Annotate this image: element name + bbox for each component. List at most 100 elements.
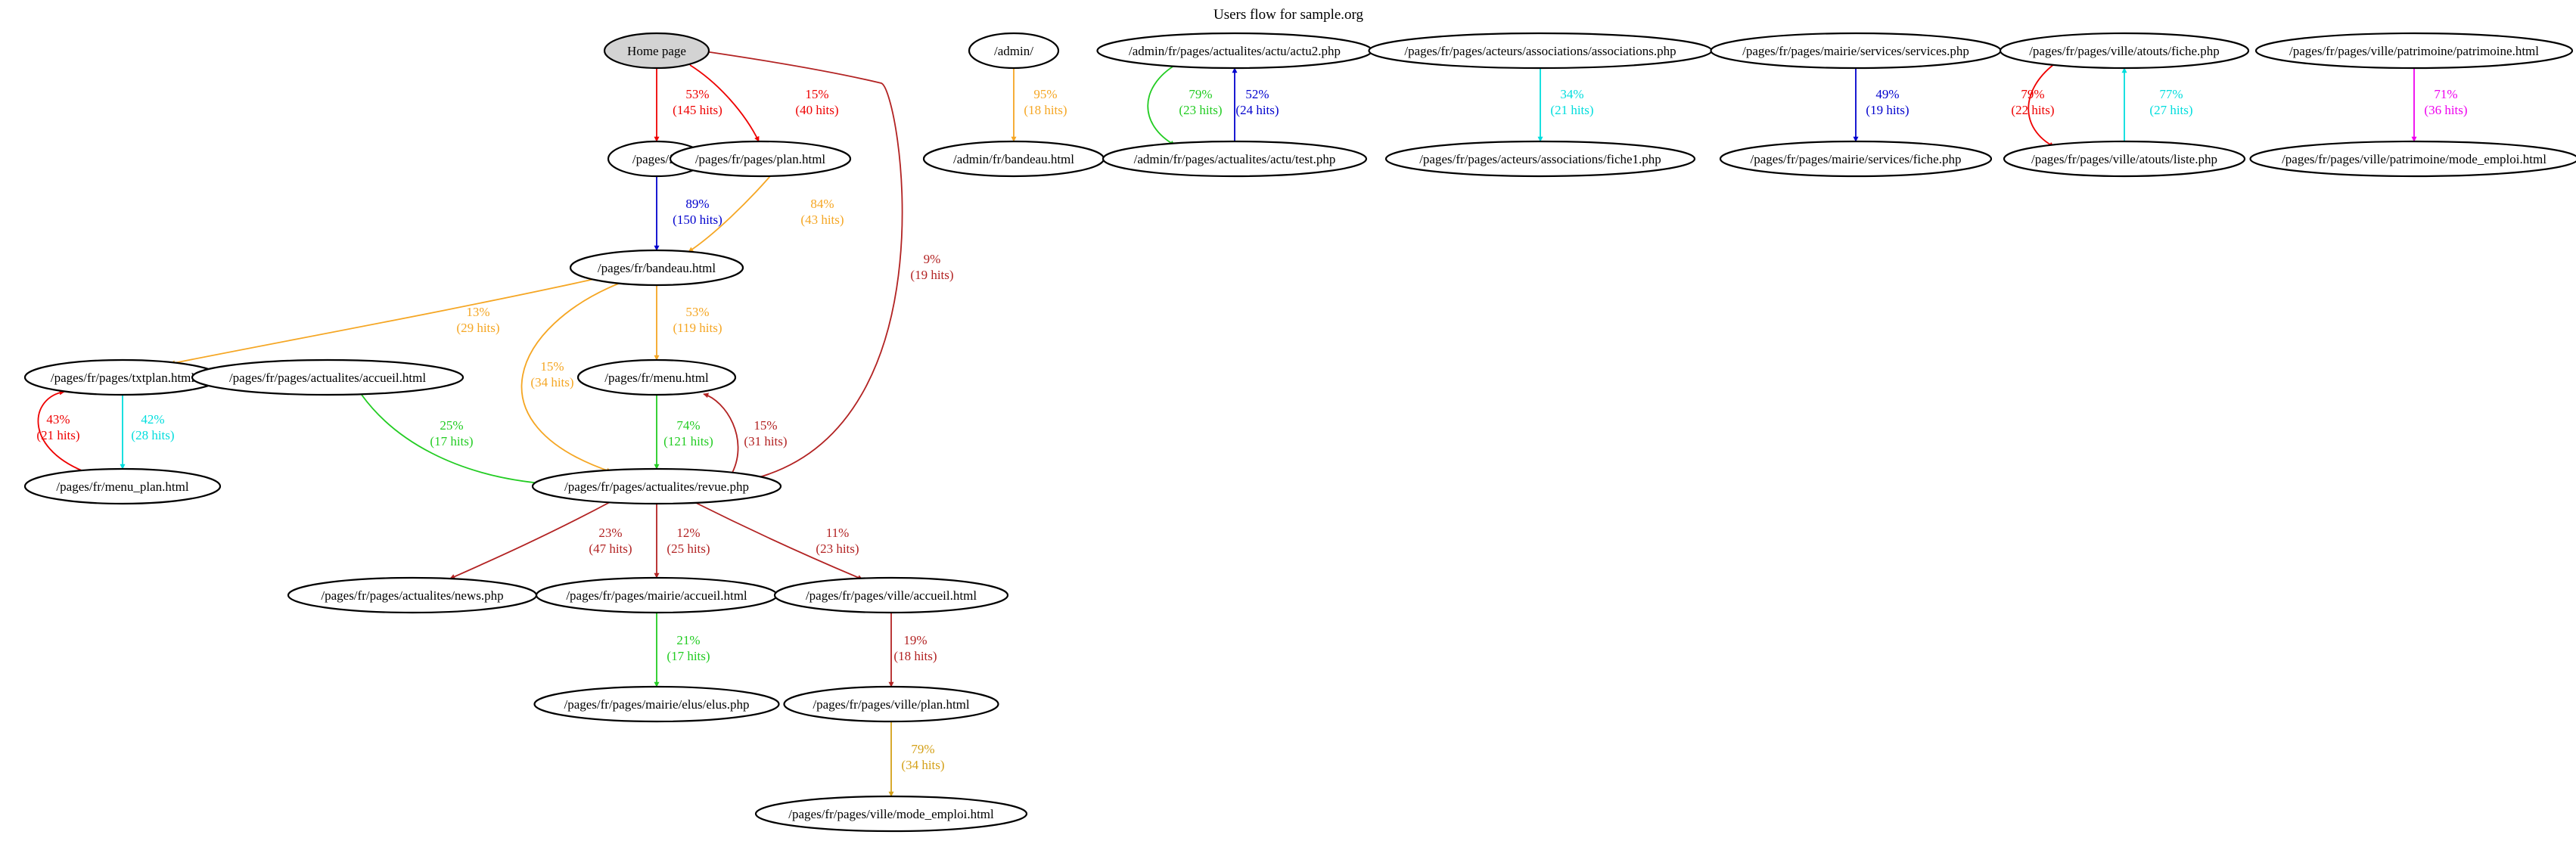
node-ellipse[interactable]	[2003, 140, 2246, 178]
node-villeplan[interactable]: /pages/fr/pages/ville/plan.html	[783, 685, 999, 723]
edge-hits-label: (34 hits)	[901, 758, 944, 772]
diagram-title: Users flow for sample.org	[1213, 7, 1364, 23]
node-ellipse[interactable]	[603, 32, 710, 70]
edge-percent-label: 15%	[540, 359, 564, 374]
node-ellipse[interactable]	[533, 685, 780, 723]
edge-percent-label: 74%	[676, 418, 700, 433]
node-label: /admin/	[994, 44, 1033, 58]
node-ellipse[interactable]	[191, 358, 465, 396]
edge-actu2-to-test: 79%(23 hits)	[1147, 64, 1223, 146]
edge-fr-to-bandeau: 89%(150 hits)	[654, 176, 722, 251]
node-txtplan[interactable]: /pages/fr/pages/txtplan.html	[23, 358, 222, 396]
edge-txtplan-to-menuplan: 42%(28 hits)	[120, 395, 175, 470]
edge-hits-label: (18 hits)	[1024, 103, 1067, 117]
edge-hits-label: (29 hits)	[456, 321, 499, 335]
node-ellipse[interactable]	[968, 32, 1060, 70]
node-label: /pages/fr/pages/acteurs/associations/ass…	[1404, 44, 1676, 58]
edge-hits-label: (25 hits)	[667, 541, 710, 556]
node-test[interactable]: /admin/fr/pages/actualites/actu/test.php	[1102, 140, 1368, 178]
node-label: /pages/fr/pages/ville/patrimoine/patrimo…	[2289, 44, 2539, 58]
node-villeacc[interactable]: /pages/fr/pages/ville/accueil.html	[773, 576, 1009, 614]
node-label: /pages/fr/pages/ville/mode_emploi.html	[788, 807, 994, 821]
edge-plan-to-bandeau: 84%(43 hits)	[688, 175, 844, 253]
node-admin[interactable]: /admin/	[968, 32, 1060, 70]
node-ellipse[interactable]	[754, 795, 1028, 833]
node-patrimode[interactable]: /pages/fr/pages/ville/patrimoine/mode_em…	[2249, 140, 2576, 178]
node-ellipse[interactable]	[531, 467, 782, 505]
node-atoutsliste[interactable]: /pages/fr/pages/ville/atouts/liste.php	[2003, 140, 2246, 178]
edge-revue-to-mairieacc: 12%(25 hits)	[654, 504, 710, 579]
edge-percent-label: 15%	[805, 87, 828, 101]
edge-arrow	[520, 282, 621, 473]
edge-hits-label: (28 hits)	[131, 428, 174, 442]
node-ellipse[interactable]	[669, 140, 852, 178]
node-adminbandeau[interactable]: /admin/fr/bandeau.html	[922, 140, 1105, 178]
edge-percent-label: 79%	[2021, 87, 2044, 101]
edge-percent-label: 84%	[810, 197, 834, 211]
node-ellipse[interactable]	[2249, 140, 2576, 178]
node-mairieacc[interactable]: /pages/fr/pages/mairie/accueil.html	[535, 576, 778, 614]
node-label: /pages/fr/pages/mairie/services/fiche.ph…	[1751, 152, 1962, 166]
edge-percent-label: 71%	[2434, 87, 2457, 101]
node-label: /pages/fr/bandeau.html	[598, 261, 716, 275]
edge-arrow	[689, 64, 760, 142]
edge-patrimoine-to-patrimode: 71%(36 hits)	[2411, 68, 2468, 142]
edge-hits-label: (21 hits)	[36, 428, 79, 442]
node-assoc[interactable]: /pages/fr/pages/acteurs/associations/ass…	[1368, 32, 1713, 70]
node-ellipse[interactable]	[2254, 32, 2574, 70]
edge-percent-label: 23%	[598, 526, 622, 540]
edge-arrow	[449, 501, 612, 579]
node-menuplan[interactable]: /pages/fr/menu_plan.html	[23, 467, 222, 505]
edge-percent-label: 42%	[141, 412, 164, 427]
edge-home-to-fr: 53%(145 hits)	[654, 68, 722, 142]
node-ellipse[interactable]	[1384, 140, 1696, 178]
node-ellipse[interactable]	[783, 685, 999, 723]
node-label: /pages/fr/pages/actualites/accueil.html	[229, 371, 426, 385]
edge-revue-to-home: 9%(19 hits)	[694, 48, 954, 479]
edge-hits-label: (19 hits)	[1866, 103, 1909, 117]
edge-hits-label: (27 hits)	[2149, 103, 2192, 117]
node-bandeau[interactable]: /pages/fr/bandeau.html	[569, 249, 744, 287]
node-label: /admin/fr/pages/actualites/actu/actu2.ph…	[1129, 44, 1341, 58]
edge-hits-label: (17 hits)	[430, 434, 473, 448]
node-villemode[interactable]: /pages/fr/pages/ville/mode_emploi.html	[754, 795, 1028, 833]
edge-arrow	[1147, 64, 1177, 146]
node-revue[interactable]: /pages/fr/pages/actualites/revue.php	[531, 467, 782, 505]
node-services[interactable]: /pages/fr/pages/mairie/services/services…	[1710, 32, 2002, 70]
node-label: /pages/fr/pages/txtplan.html	[51, 371, 195, 385]
node-actu2[interactable]: /admin/fr/pages/actualites/actu/actu2.ph…	[1096, 32, 1373, 70]
node-label: Home page	[627, 44, 686, 58]
node-ellipse[interactable]	[576, 358, 737, 396]
node-news[interactable]: /pages/fr/pages/actualites/news.php	[287, 576, 538, 614]
node-label: /pages/fr/pages/actualites/revue.php	[564, 479, 749, 494]
node-fiche1[interactable]: /pages/fr/pages/acteurs/associations/fic…	[1384, 140, 1696, 178]
node-ellipse[interactable]	[1719, 140, 1993, 178]
edge-percent-label: 77%	[2159, 87, 2183, 101]
node-patrimoine[interactable]: /pages/fr/pages/ville/patrimoine/patrimo…	[2254, 32, 2574, 70]
edge-arrow	[2028, 64, 2055, 147]
node-ellipse[interactable]	[23, 467, 222, 505]
node-ellipse[interactable]	[1102, 140, 1368, 178]
node-ellipse[interactable]	[569, 249, 744, 287]
node-menu[interactable]: /pages/fr/menu.html	[576, 358, 737, 396]
node-home[interactable]: Home page	[603, 32, 710, 70]
edge-percent-label: 43%	[46, 412, 70, 427]
node-label: /pages/fr/pages/mairie/services/services…	[1742, 44, 1969, 58]
node-elus[interactable]: /pages/fr/pages/mairie/elus/elus.php	[533, 685, 780, 723]
node-label: /pages/fr/pages/acteurs/associations/fic…	[1419, 152, 1661, 166]
edge-hits-label: (40 hits)	[795, 103, 838, 117]
edge-percent-label: 15%	[754, 418, 777, 433]
edge-hits-label: (23 hits)	[816, 541, 859, 556]
node-plan[interactable]: /pages/fr/pages/plan.html	[669, 140, 852, 178]
edge-services-to-servfiche: 49%(19 hits)	[1853, 68, 1909, 142]
node-ellipse[interactable]	[773, 576, 1009, 614]
edge-hits-label: (34 hits)	[530, 375, 573, 389]
edge-accueil-to-revue: 25%(17 hits)	[361, 394, 549, 486]
node-accueil[interactable]: /pages/fr/pages/actualites/accueil.html	[191, 358, 465, 396]
node-servfiche[interactable]: /pages/fr/pages/mairie/services/fiche.ph…	[1719, 140, 1993, 178]
edge-hits-label: (19 hits)	[910, 268, 953, 282]
edge-arrow	[694, 501, 863, 580]
node-atoutsfiche[interactable]: /pages/fr/pages/ville/atouts/fiche.php	[1999, 32, 2250, 70]
node-ellipse[interactable]	[1999, 32, 2250, 70]
